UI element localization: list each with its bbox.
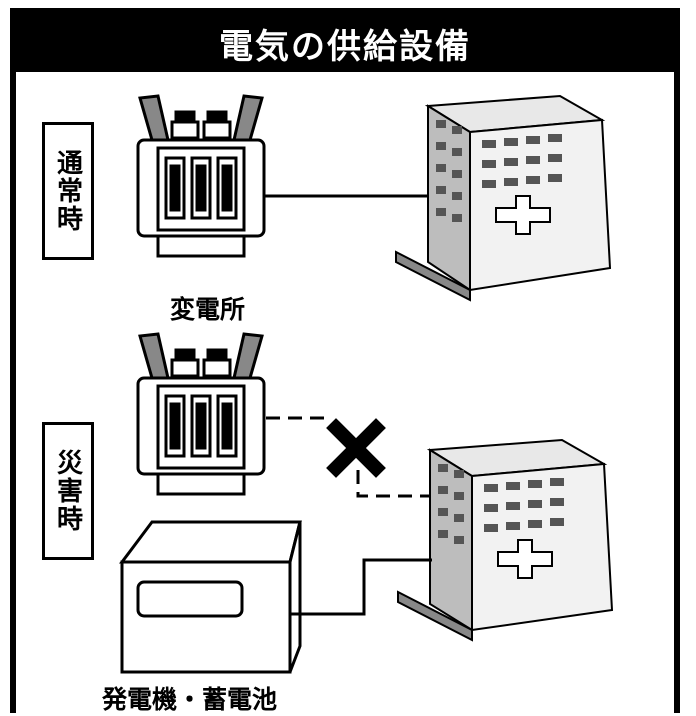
label-normal: 通常時 [42,122,94,260]
transformer-icon [136,94,266,258]
label-disaster: 災害時 [42,422,94,560]
caption-generator: 発電機・蓄電池 [102,685,278,714]
generator-box-icon [119,520,302,674]
cross-mark-icon [326,418,386,478]
caption-substation: 変電所 [170,295,246,324]
supply-line-backup [290,558,432,616]
transformer-icon [136,332,266,496]
building-icon [397,438,614,642]
diagram-title: 電気の供給設備 [16,14,674,72]
building-icon [395,94,612,302]
